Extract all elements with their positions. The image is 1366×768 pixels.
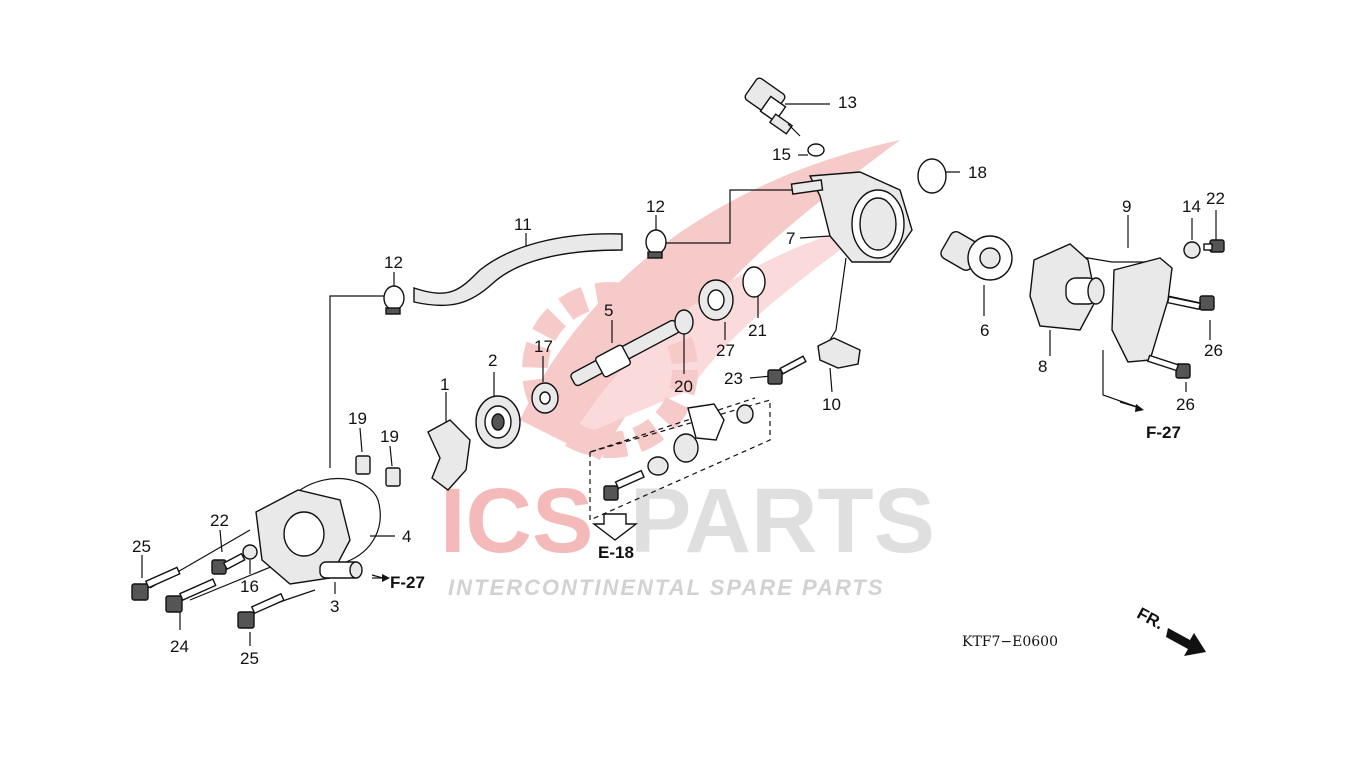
part-6-thermostat	[940, 231, 1013, 281]
part-14-washer	[1183, 241, 1201, 259]
part-11-water-hose	[413, 233, 623, 307]
callout-10: 10	[822, 395, 841, 414]
callout-14: 14	[1182, 197, 1201, 216]
callout-5: 5	[604, 301, 613, 320]
watermark-tagline: INTERCONTINENTAL SPARE PARTS	[448, 575, 885, 600]
part-7-thermostat-housing	[790, 171, 913, 263]
part-15-washer	[807, 143, 825, 157]
part-20-oil-seal	[674, 309, 694, 335]
e18-arrow	[591, 513, 639, 541]
part-21-circlip	[742, 266, 766, 298]
part-10-stay	[817, 337, 861, 369]
watermark-brand-parts: PARTS	[630, 470, 935, 572]
part-12-hose-clamp-upper	[645, 229, 667, 259]
callout-11: 11	[514, 215, 532, 234]
callout-8: 8	[1038, 357, 1047, 376]
callout-22-left: 22	[210, 511, 229, 530]
watermark-brand-ics: ICS	[440, 470, 593, 572]
callout-19-b: 19	[380, 427, 399, 446]
part-5-pump-shaft	[570, 319, 680, 387]
callout-18: 18	[968, 163, 987, 182]
callout-4: 4	[402, 527, 411, 546]
callout-7: 7	[786, 229, 795, 248]
part-1-impeller	[427, 419, 471, 491]
callout-20: 20	[674, 377, 693, 396]
callout-13: 13	[838, 93, 857, 112]
kit-parts	[603, 403, 754, 501]
callout-19-a: 19	[348, 409, 367, 428]
ref-f27-right: F-27	[1146, 423, 1181, 442]
part-12-hose-clamp-lower	[383, 285, 405, 315]
ref-f27-left: F-27	[390, 573, 425, 592]
callout-16: 16	[240, 577, 259, 596]
part-23-bolt	[767, 355, 807, 385]
part-16-washer	[242, 544, 258, 560]
part-8-thermostat-cover	[1029, 243, 1105, 331]
part-18-o-ring	[917, 158, 947, 194]
callout-6: 6	[980, 321, 989, 340]
kit-bracket	[589, 399, 771, 521]
callout-12-lower: 12	[384, 253, 403, 272]
callout-26-lower: 26	[1176, 395, 1195, 414]
part-2-mechanical-seal	[475, 395, 521, 449]
part-27-bearing	[698, 279, 734, 321]
callout-1: 1	[440, 375, 449, 394]
callout-12-upper: 12	[646, 197, 665, 216]
callout-9: 9	[1122, 197, 1131, 216]
ref-e18: E-18	[598, 543, 634, 562]
part-3-water-pump-cover	[255, 489, 363, 585]
part-17-bearing	[531, 382, 559, 414]
callout-2: 2	[488, 351, 497, 370]
diagram-code: KTF7−E0600	[962, 634, 1058, 650]
part-19-dowel-pin-a	[355, 455, 371, 475]
callout-21: 21	[748, 321, 767, 340]
part-26-bolt-lower	[1146, 354, 1191, 379]
front-direction-arrow	[1166, 628, 1206, 656]
part-9-bracket	[1111, 257, 1173, 363]
callout-24: 24	[170, 637, 189, 656]
part-26-bolt-upper	[1166, 295, 1215, 311]
callout-3: 3	[330, 597, 339, 616]
part-19-dowel-pin-b	[385, 467, 401, 487]
callout-23: 23	[724, 369, 743, 388]
part-25-bolt-upper	[131, 566, 181, 601]
part-24-bolt	[165, 578, 217, 613]
callout-25-upper: 25	[132, 537, 151, 556]
callout-15: 15	[772, 145, 791, 164]
callout-22-right: 22	[1206, 189, 1225, 208]
callout-26-upper: 26	[1204, 341, 1223, 360]
part-13-thermo-sensor	[744, 77, 801, 137]
part-22-bolt-left	[211, 552, 246, 575]
part-25-bolt-lower	[237, 592, 285, 629]
callout-25-lower: 25	[240, 649, 259, 668]
callout-17: 17	[534, 337, 553, 356]
part-22-bolt-right	[1203, 239, 1225, 253]
front-direction-label: FR.	[1134, 604, 1167, 634]
callout-27: 27	[716, 341, 735, 360]
callout-labels: 13 15 18 7 12 11 12 9 14 22 6 8 26 26 5 …	[132, 93, 1225, 668]
